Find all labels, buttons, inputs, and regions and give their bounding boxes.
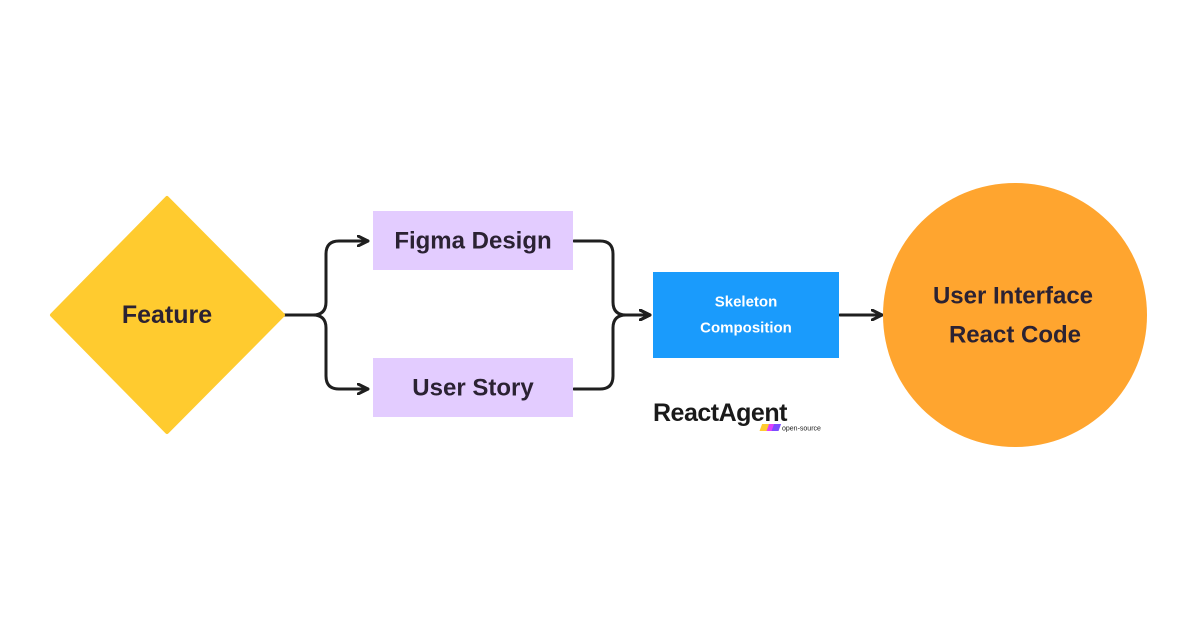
- logo-wordmark: ReactAgent: [653, 399, 788, 427]
- edge-figma-design-to-skeleton: [572, 239, 652, 315]
- open-source-badge: open-source: [759, 424, 821, 433]
- edge-user-story-to-skeleton: [572, 315, 652, 391]
- badge-label: open-source: [782, 426, 821, 433]
- feature-label: Feature: [122, 301, 212, 329]
- node-figma-design: Figma Design: [373, 211, 573, 270]
- node-skeleton-composition: Skeleton Composition: [653, 272, 839, 358]
- reactagent-logo: ReactAgent open-source: [653, 399, 821, 433]
- output-label-line1: User Interface: [933, 283, 1093, 310]
- user-story-box: [373, 358, 573, 417]
- figma-design-label: Figma Design: [394, 228, 551, 255]
- node-feature: Feature: [50, 196, 285, 434]
- output-label-line2: React Code: [949, 322, 1081, 349]
- badge-stripe-purple: [771, 424, 782, 431]
- node-user-interface-react-code: User Interface React Code: [883, 183, 1147, 447]
- skeleton-label-line2: Composition: [700, 320, 792, 337]
- feature-diamond-shape: [50, 196, 285, 434]
- node-user-story: User Story: [373, 358, 573, 417]
- skeleton-label-line1: Skeleton: [715, 294, 778, 311]
- user-story-label: User Story: [412, 375, 534, 402]
- edge-feature-to-user-story: [280, 313, 370, 389]
- skeleton-composition-box: [653, 272, 839, 358]
- output-circle: [883, 183, 1147, 447]
- figma-design-box: [373, 211, 573, 270]
- edge-feature-to-figma-design: [280, 241, 370, 317]
